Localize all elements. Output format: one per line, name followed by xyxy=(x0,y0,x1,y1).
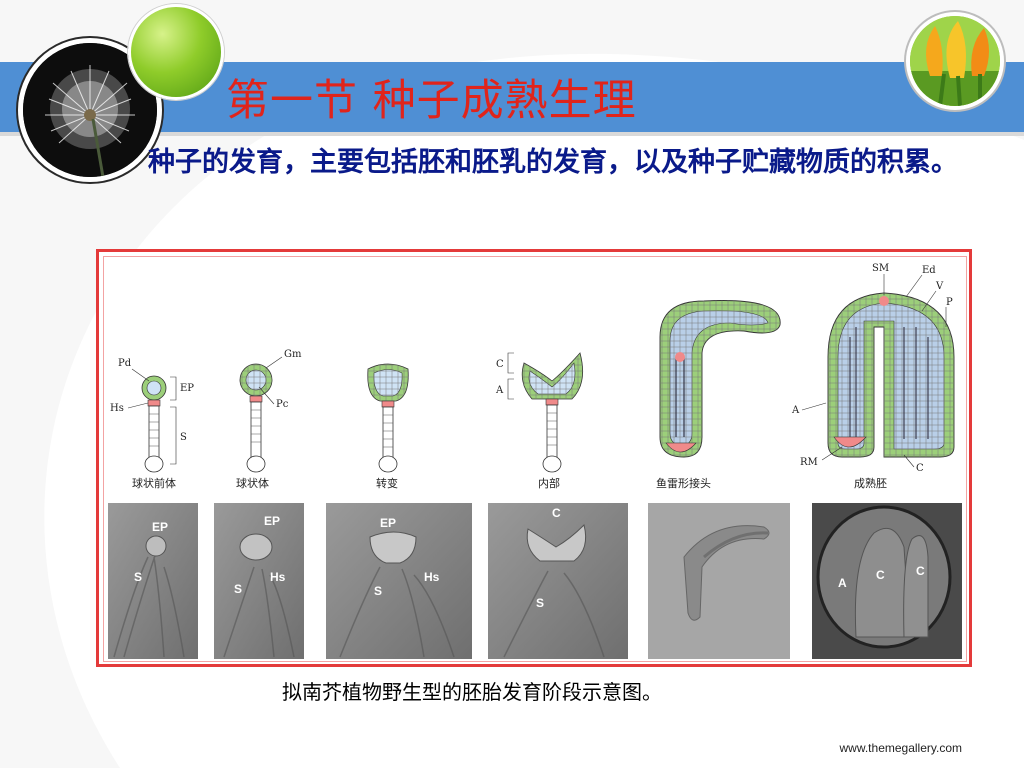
photo3-label-ep: EP xyxy=(380,516,396,530)
stage-drawing-1: Pd Hs EP S 球状前体 xyxy=(110,358,194,490)
photo4-label-c: C xyxy=(552,506,561,520)
label-sm: SM xyxy=(872,263,889,274)
photo-4: C S xyxy=(488,503,628,659)
tulip-photo xyxy=(906,12,1004,110)
photo-1: EP S xyxy=(108,503,198,659)
stage-label-6: 成熟胚 xyxy=(854,476,887,490)
figure-frame: Pd Hs EP S 球状前体 Gm Pc xyxy=(103,256,967,662)
figure-caption: 拟南芥植物野生型的胚胎发育阶段示意图。 xyxy=(282,680,662,704)
dandelion-photo xyxy=(18,38,162,182)
label-c-drawing: C xyxy=(496,359,504,370)
stage-drawing-2: Gm Pc 球状体 xyxy=(236,349,302,490)
label-hs-drawing: Hs xyxy=(110,403,124,414)
photo4-label-s: S xyxy=(536,596,544,610)
label-pd: Pd xyxy=(118,358,132,369)
photo-2: EP Hs S xyxy=(214,503,304,659)
label-s-drawing: S xyxy=(180,432,187,443)
photo-6: A C C xyxy=(812,503,962,659)
stage-drawing-3: 转变 xyxy=(367,363,409,490)
photo2-label-ep: EP xyxy=(264,514,280,528)
photo3-label-hs: Hs xyxy=(424,570,440,584)
label-ep-drawing: EP xyxy=(180,383,194,394)
tulip-icon xyxy=(910,16,1000,106)
stage-label-4: 内部 xyxy=(538,476,560,490)
body-paragraph: 种子的发育，主要包括胚和胚乳的发育，以及种子贮藏物质的积累。 xyxy=(148,147,958,178)
page-title: 第一节 种子成熟生理 xyxy=(226,76,637,126)
photo1-label-ep: EP xyxy=(152,520,168,534)
embryo-diagram: Pd Hs EP S 球状前体 Gm Pc xyxy=(108,263,962,659)
photo2-label-s: S xyxy=(234,582,242,596)
label-rm: RM xyxy=(800,457,818,468)
photo-5 xyxy=(648,503,790,659)
embryo-figure: Pd Hs EP S 球状前体 Gm Pc xyxy=(96,249,972,667)
label-pc: Pc xyxy=(276,399,289,410)
label-ed: Ed xyxy=(922,265,936,276)
photo6-label-c1: C xyxy=(876,568,885,582)
stage-drawing-5: 鱼雷形接头 xyxy=(656,300,781,490)
photo6-label-a: A xyxy=(838,576,847,590)
stage-label-1: 球状前体 xyxy=(132,476,176,490)
photo3-label-s: S xyxy=(374,584,382,598)
footer-url[interactable]: www.themegallery.com xyxy=(839,741,962,755)
photo6-label-c2: C xyxy=(916,564,925,578)
stage-label-5: 鱼雷形接头 xyxy=(656,476,711,490)
stage-label-2: 球状体 xyxy=(236,476,269,490)
stage-drawing-4: C A 内部 xyxy=(495,352,584,490)
stage-drawing-6: SM Ed V P A RM C 成熟胚 xyxy=(791,263,955,490)
photo2-label-hs: Hs xyxy=(270,570,286,584)
photo1-label-s: S xyxy=(134,570,142,584)
label-c6-drawing: C xyxy=(916,463,924,474)
stage-label-3: 转变 xyxy=(376,476,398,490)
green-ball xyxy=(128,4,224,100)
label-a-drawing: A xyxy=(495,385,504,396)
label-v: V xyxy=(935,281,944,292)
label-gm: Gm xyxy=(284,349,302,360)
label-p: P xyxy=(946,297,953,308)
photo-3: EP Hs S xyxy=(326,503,472,659)
label-a6-drawing: A xyxy=(791,405,800,416)
